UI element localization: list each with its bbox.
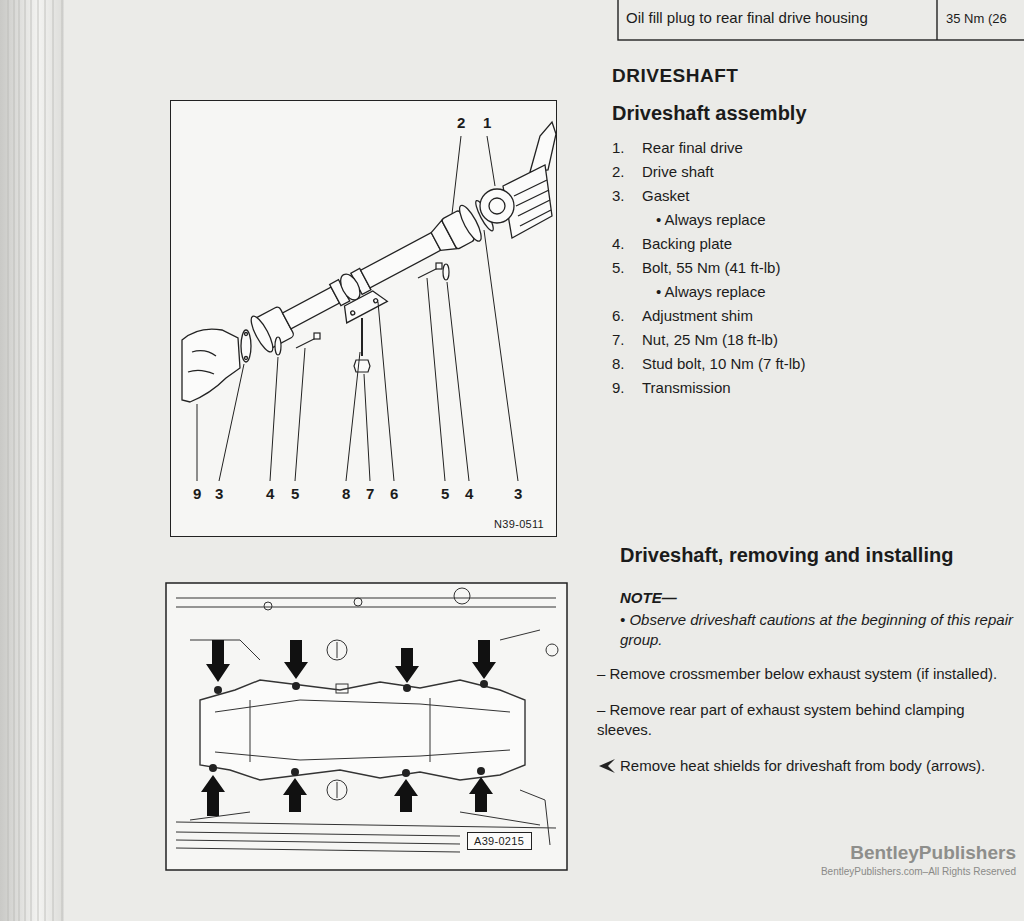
item-text: Stud bolt, 10 Nm (7 ft-lb) [642,352,805,376]
item-text: Drive shaft [642,160,714,184]
list-item: 7.Nut, 25 Nm (18 ft-lb) [612,328,1017,352]
procedure-step: Remove heat shields for driveshaft from … [620,756,985,776]
item-text: Transmission [642,376,731,400]
callout-number: 5 [291,485,299,502]
leader-lines [197,136,518,481]
arrows [201,640,496,816]
figure-pointer-icon [597,756,617,776]
list-item: 2.Drive shaft [612,160,1017,184]
note-heading: NOTE— [620,588,1019,608]
callout-number: 4 [266,485,274,502]
list-item: • Always replace [612,280,1017,304]
list-item: • Always replace [612,208,1017,232]
publisher-mark: BentleyPublishers.com–All Rights Reserve… [821,866,1016,877]
procedure-step-row: Remove heat shields for driveshaft from … [597,756,1019,776]
item-text: Backing plate [642,232,732,256]
list-item: 4.Backing plate [612,232,1017,256]
figure-frame [166,583,567,870]
text-column: DRIVESHAFT Driveshaft assembly 1.Rear fina… [612,64,1017,400]
item-text: Gasket [642,184,690,208]
callout-number: 4 [465,485,473,502]
callout-number: 9 [193,485,201,502]
item-number: 1. [612,136,642,160]
note-text: • Observe driveshaft cautions at the beg… [620,610,1019,650]
procedure-step: – Remove crossmember below exhaust syste… [597,664,1019,684]
transmission-drawing [182,329,251,402]
callout-number: 1 [483,114,491,131]
underbody-drawing [176,588,558,852]
item-text: Rear final drive [642,136,743,160]
item-number: 2. [612,160,642,184]
text-column: Driveshaft, removing and installingNOTE—… [597,542,1019,776]
table-cell: 35 Nm (26 [946,11,1007,26]
callout-number: 2 [457,114,465,131]
page-edge-lines [8,0,62,921]
item-number: 7. [612,328,642,352]
item-text: Nut, 25 Nm (18 ft-lb) [642,328,778,352]
figure-frame: N39-0511 [170,100,557,537]
item-text: Bolt, 55 Nm (41 ft-lb) [642,256,780,280]
final-drive-drawing [480,122,556,238]
gasket [241,330,251,362]
list-item: 6.Adjustment shim [612,304,1017,328]
list-item: 9.Transmission [612,376,1017,400]
item-number: 3. [612,184,642,208]
driveshaft-drawing [247,196,502,363]
table-cell: Oil fill plug to rear final drive housin… [626,9,868,26]
item-number: 8. [612,352,642,376]
publisher-mark: BentleyPublishers [850,842,1016,864]
page-edges [0,0,64,921]
callout-number: 6 [390,485,398,502]
item-number: 4. [612,232,642,256]
list-item: 5.Bolt, 55 Nm (41 ft-lb) [612,256,1017,280]
figure-code: N39-0511 [494,518,544,530]
figure-ground [171,101,556,536]
callout-number: 3 [215,485,223,502]
item-text: Adjustment shim [642,304,753,328]
subsection-heading: Driveshaft assembly [612,100,1017,126]
callout-number: 7 [366,485,374,502]
torque-table [618,0,1024,40]
item-note: • Always replace [656,208,765,232]
bolts-drawing [275,263,449,372]
procedure-step: – Remove rear part of exhaust system beh… [597,700,1019,740]
item-number: 6. [612,304,642,328]
figure-code: A39-0215 [474,835,525,847]
list-item: 1.Rear final drive [612,136,1017,160]
callout-number: 3 [514,485,522,502]
list-item: 3.Gasket [612,184,1017,208]
callout-number: 5 [441,485,449,502]
callout-number: 8 [342,485,350,502]
subsection-heading: Driveshaft, removing and installing [620,542,1019,568]
item-note: • Always replace [656,280,765,304]
figure-code-box: A39-0215 [467,832,532,850]
item-number: 5. [612,256,642,280]
fastener-dots [209,680,488,777]
item-number: 9. [612,376,642,400]
section-heading: DRIVESHAFT [612,64,1017,88]
list-item: 8.Stud bolt, 10 Nm (7 ft-lb) [612,352,1017,376]
